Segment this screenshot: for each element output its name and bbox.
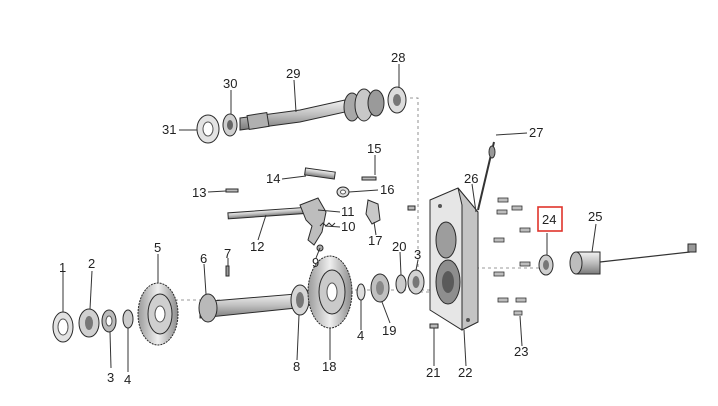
- callout-26: 26: [464, 171, 478, 186]
- callout-6: 6: [200, 251, 207, 266]
- shift-fork-11: [299, 197, 327, 246]
- pin-15: [361, 176, 377, 181]
- callout-7: 7: [224, 246, 231, 261]
- callout-14: 14: [266, 171, 280, 186]
- leader-lines: [62, 64, 597, 372]
- callout-19: 19: [382, 323, 396, 338]
- callout-10: 10: [341, 219, 355, 234]
- seal-24: [538, 254, 554, 276]
- callout-15: 15: [367, 141, 381, 156]
- callout-3: 3: [107, 370, 114, 385]
- callout-13: 13: [192, 185, 206, 200]
- pin-7: [225, 265, 230, 277]
- callout-31: 31: [162, 122, 176, 137]
- upper-shaft-assembly: [196, 86, 407, 144]
- shift-rod-12: [227, 206, 311, 220]
- dowel-pin-26: [407, 205, 416, 211]
- spring-10: [319, 222, 336, 227]
- callout-30: 30: [223, 76, 237, 91]
- callout-28: 28: [391, 50, 405, 65]
- callout-16: 16: [380, 182, 394, 197]
- callout-4-b: 4: [357, 328, 364, 343]
- callout-27: 27: [529, 125, 543, 140]
- callout-29: 29: [286, 66, 300, 81]
- ring-4: [122, 309, 134, 329]
- callout-24: 24: [542, 212, 556, 227]
- washer-20: [395, 274, 407, 294]
- callout-5: 5: [154, 240, 161, 255]
- lever-17: [365, 199, 381, 225]
- callout-17: 17: [368, 233, 382, 248]
- callout-22: 22: [458, 365, 472, 380]
- callout-3-b: 3: [414, 247, 421, 262]
- callout-8: 8: [293, 359, 300, 374]
- sensor-27: [477, 141, 496, 211]
- callout-1: 1: [59, 260, 66, 275]
- bolts-23: [493, 197, 531, 316]
- shaft-14: [304, 167, 336, 180]
- highlight-box-24: [537, 206, 563, 232]
- callout-2: 2: [88, 256, 95, 271]
- lower-shaft-assembly: [52, 255, 425, 346]
- housing-cover-22: [429, 187, 479, 331]
- dowel-pin-21: [429, 323, 439, 329]
- callout-11: 11: [341, 204, 355, 219]
- callout-20: 20: [392, 239, 406, 254]
- cap-25: [569, 243, 697, 275]
- spline-section: [246, 111, 270, 131]
- callout-12: 12: [250, 239, 264, 254]
- callout-21: 21: [426, 365, 440, 380]
- callout-4: 4: [124, 372, 131, 387]
- callout-23: 23: [514, 344, 528, 359]
- callout-9: 9: [312, 255, 319, 270]
- ring-4-b: [356, 283, 366, 301]
- pin-13: [225, 188, 239, 193]
- callout-25: 25: [588, 209, 602, 224]
- callout-labels: 1 2 3 4 5 6 7 8 9 10 11 12 13 14 15 16 1…: [59, 50, 602, 387]
- callout-18: 18: [322, 359, 336, 374]
